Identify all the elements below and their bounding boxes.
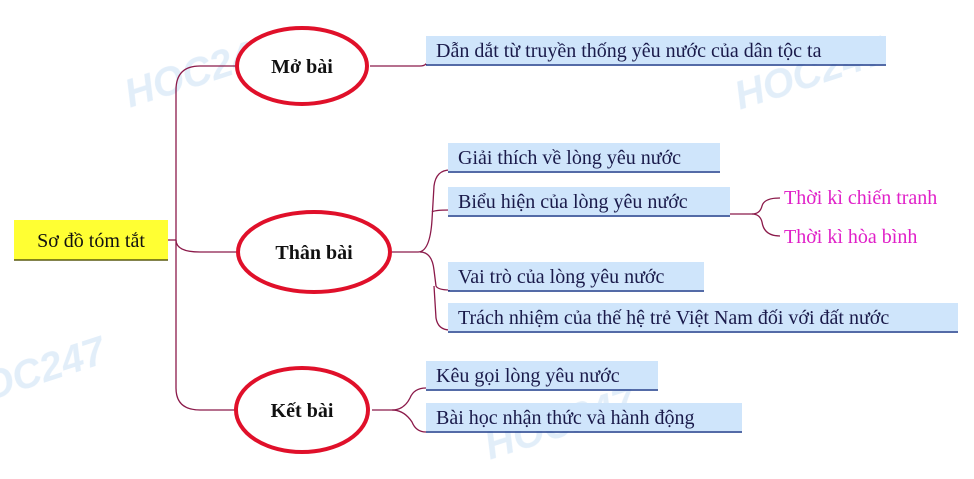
item-box: Trách nhiệm của thế hệ trẻ Việt Nam đối … [448, 303, 958, 333]
item-label: Trách nhiệm của thế hệ trẻ Việt Nam đối … [458, 307, 889, 329]
sub-item-label: Thời kì chiến tranh [784, 187, 937, 209]
connector-than-items [392, 169, 451, 253]
section-label: Kết bài [271, 400, 334, 422]
section-ket-bai: Kết bài [234, 366, 370, 454]
item-label: Vai trò của lòng yêu nước [458, 266, 664, 288]
connector-root-ket [175, 240, 240, 411]
section-mo-bai: Mở bài [235, 26, 369, 106]
item-label: Giải thích về lòng yêu nước [458, 147, 681, 169]
section-label: Thân bài [275, 242, 353, 264]
watermark-text: HOC247 [0, 328, 112, 418]
root-node: Sơ đồ tóm tắt [14, 220, 168, 261]
item-box: Biểu hiện của lòng yêu nước [448, 187, 730, 217]
item-label: Dẫn dắt từ truyền thống yêu nước của dân… [436, 40, 822, 62]
section-than-bai: Thân bài [236, 210, 392, 294]
item-box: Dẫn dắt từ truyền thống yêu nước của dân… [426, 36, 886, 66]
item-box: Kêu gọi lòng yêu nước [426, 361, 658, 391]
section-label: Mở bài [271, 56, 333, 78]
item-label: Kêu gọi lòng yêu nước [436, 365, 620, 387]
item-label: Biểu hiện của lòng yêu nước [458, 191, 688, 213]
item-label: Bài học nhận thức và hành động [436, 407, 695, 429]
sub-items: Thời kì chiến tranh Thời kì hòa bình [784, 187, 937, 248]
root-label: Sơ đồ tóm tắt [37, 230, 145, 252]
connector-mo-item [370, 56, 429, 67]
connector-ket-items [372, 387, 427, 411]
sub-item-label: Thời kì hòa bình [784, 226, 917, 248]
item-box: Bài học nhận thức và hành động [426, 403, 742, 433]
connector-root-mo [175, 65, 240, 240]
item-box: Giải thích về lòng yêu nước [448, 143, 720, 173]
connector-sub [730, 197, 781, 215]
item-box: Vai trò của lòng yêu nước [448, 262, 704, 292]
connector-root-than [175, 239, 240, 253]
item-boxes: Dẫn dắt từ truyền thống yêu nước của dân… [426, 36, 958, 433]
